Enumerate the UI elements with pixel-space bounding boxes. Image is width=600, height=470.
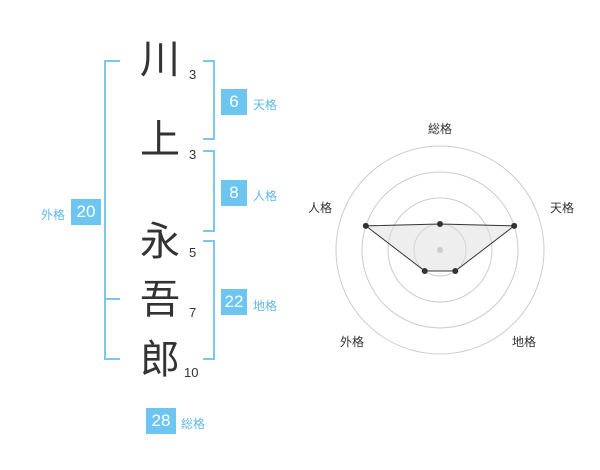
radar-center-dot xyxy=(437,247,443,253)
stroke-count-4: 7 xyxy=(189,305,197,320)
tenkaku-bracket-vertical xyxy=(213,60,215,140)
radar-ring xyxy=(361,171,519,329)
stroke-count-3: 5 xyxy=(189,245,197,260)
name-char-4: 吾 xyxy=(140,277,180,323)
tenkaku-bracket-bottom xyxy=(203,138,215,140)
tenkaku-bracket-top xyxy=(203,60,215,62)
radar-label-bottom-left: 外格 xyxy=(340,334,364,349)
radar-point-soukaku xyxy=(437,221,443,227)
radar-ring xyxy=(387,197,493,303)
chikaku-bracket-bottom xyxy=(203,358,215,360)
gaikaku-bracket-mid xyxy=(104,298,120,300)
name-char-2: 上 xyxy=(140,117,180,163)
jinkaku-bracket-bottom xyxy=(203,230,215,232)
radar-label-right: 天格 xyxy=(550,200,574,215)
stroke-count-2: 3 xyxy=(189,147,197,162)
fortune-radar-chart: 総格 天格 地格 外格 人格 xyxy=(308,121,574,355)
tenkaku-label: 天格 xyxy=(253,98,278,112)
radar-point-tenkaku xyxy=(511,222,518,229)
gaikaku-bracket-bottom xyxy=(104,358,120,360)
jinkaku-bracket-vertical xyxy=(213,150,215,232)
chikaku-bracket-vertical xyxy=(213,240,215,360)
jinkaku-bracket-top xyxy=(203,150,215,152)
gaikaku-badge: 20 xyxy=(71,199,101,225)
radar-label-left: 人格 xyxy=(308,200,332,215)
gaikaku-bracket-vertical xyxy=(104,60,106,360)
jinkaku-label: 人格 xyxy=(253,189,278,203)
radar-label-top: 総格 xyxy=(428,121,452,136)
radar-point-chikaku xyxy=(452,268,459,275)
name-char-3: 永 xyxy=(140,219,180,265)
soukaku-badge: 28 xyxy=(146,408,176,434)
gaikaku-label: 外格 xyxy=(41,208,66,222)
chikaku-badge: 22 xyxy=(221,289,247,315)
soukaku-label: 総格 xyxy=(181,417,206,431)
gaikaku-bracket-top xyxy=(104,60,120,62)
chikaku-label: 地格 xyxy=(253,299,278,313)
name-char-1: 川 xyxy=(140,37,180,83)
jinkaku-badge: 8 xyxy=(221,180,247,206)
tenkaku-badge: 6 xyxy=(221,89,247,115)
stroke-count-1: 3 xyxy=(189,67,197,82)
radar-point-gaikaku xyxy=(421,268,428,275)
stroke-count-5: 10 xyxy=(184,365,199,380)
radar-label-bottom-right: 地格 xyxy=(512,334,536,349)
chikaku-bracket-top xyxy=(203,240,215,242)
radar-point-jinkaku xyxy=(362,222,369,229)
name-char-5: 郎 xyxy=(140,337,180,383)
radar-ring xyxy=(335,145,545,355)
